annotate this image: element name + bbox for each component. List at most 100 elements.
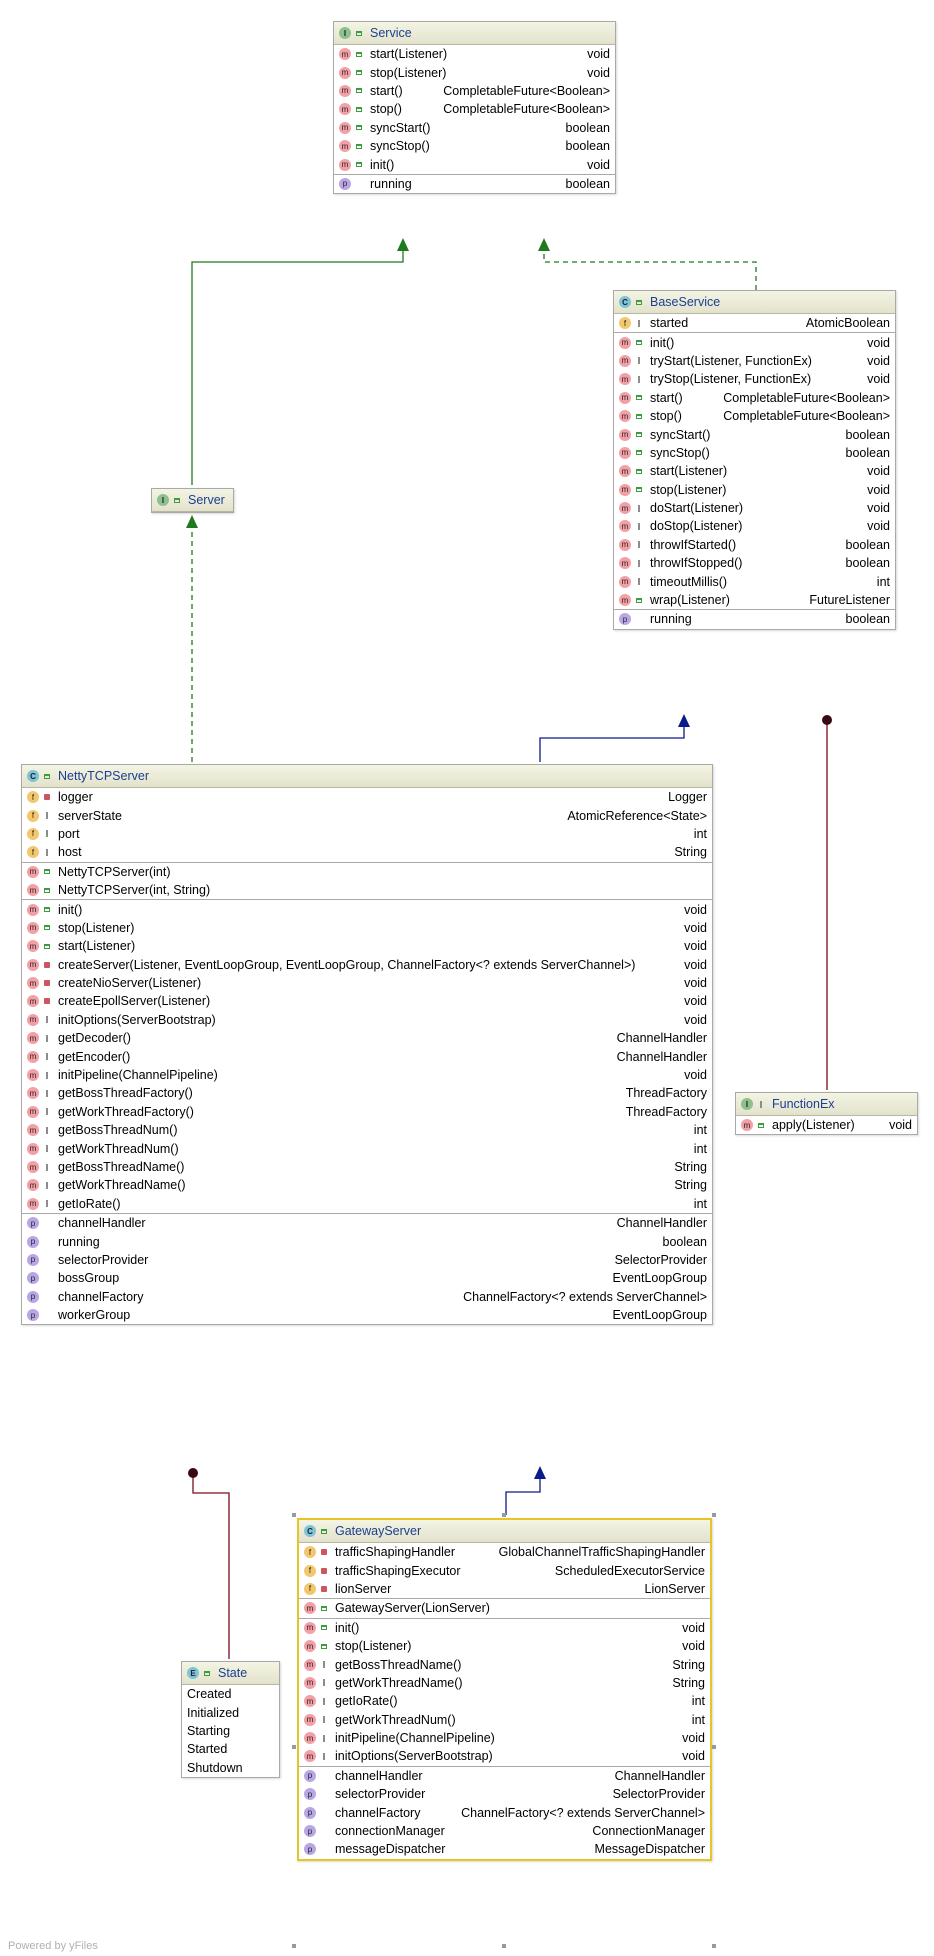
selection-handle[interactable] [292, 1513, 296, 1517]
selection-handle[interactable] [712, 1513, 716, 1517]
selection-handle[interactable] [292, 1745, 296, 1749]
member-name: getWorkThreadNum() [335, 1712, 456, 1727]
enum-constant[interactable]: Starting [187, 1723, 231, 1738]
enum-constant[interactable]: Initialized [187, 1705, 240, 1720]
selection-handle[interactable] [292, 1944, 296, 1948]
enum-constant[interactable]: Started [187, 1742, 228, 1757]
enum-constant[interactable]: Shutdown [187, 1760, 243, 1775]
enum-constant[interactable]: Created [187, 1687, 232, 1702]
selection-handle[interactable] [712, 1944, 716, 1948]
selection-handle[interactable] [502, 1513, 506, 1517]
selection-handle[interactable] [712, 1745, 716, 1749]
selection-handle[interactable] [502, 1944, 506, 1948]
